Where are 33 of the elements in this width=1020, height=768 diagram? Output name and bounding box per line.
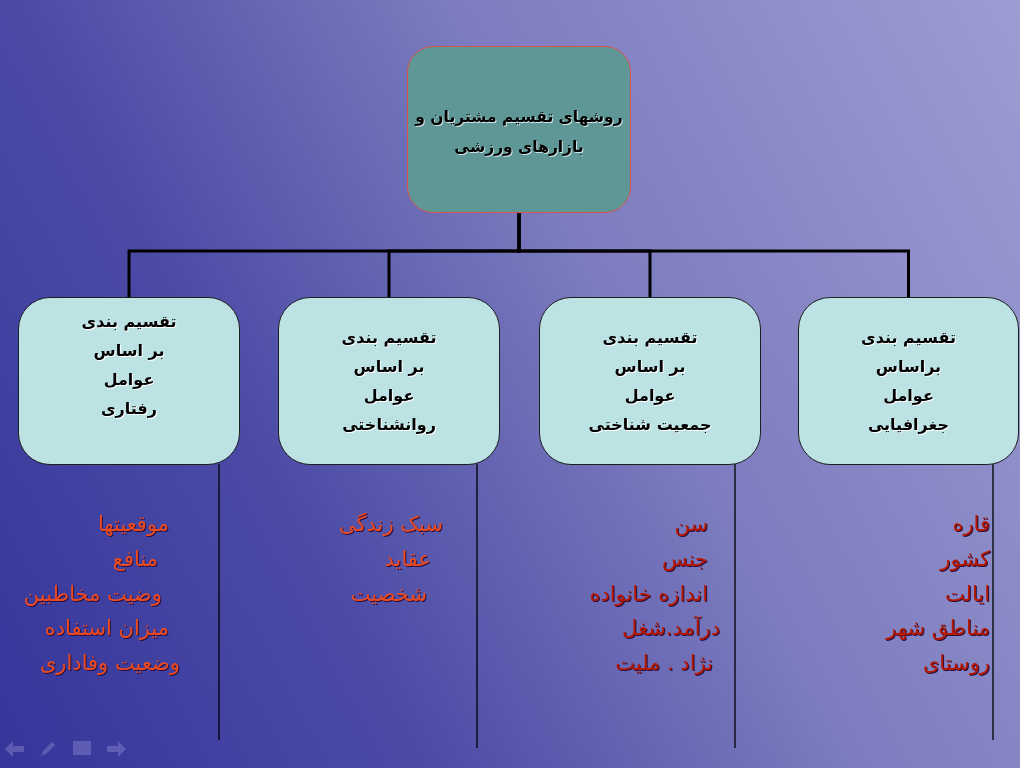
category-box xyxy=(278,297,500,465)
list-item: کشور xyxy=(940,545,990,573)
list-item: مناطق شهر xyxy=(886,615,990,643)
list-item: منافع xyxy=(112,545,158,573)
list-item: عقاید xyxy=(384,545,431,573)
list-item: نژاد . ملیت xyxy=(615,650,713,678)
list-item: جنس xyxy=(661,545,708,573)
box-text: تقسیم بندی براساس عوامل جغرافیایی xyxy=(861,327,956,436)
category-box xyxy=(539,297,761,465)
list-item: قاره xyxy=(952,511,990,538)
connector-line xyxy=(734,463,736,749)
list-item: اندازه خانواده xyxy=(589,580,708,608)
list-item: سبک زندگی xyxy=(339,511,443,538)
connector-line xyxy=(218,463,220,741)
box-text: تقسیم بندی بر اساس عوامل جمعیت شناختی xyxy=(588,327,712,436)
category-box xyxy=(18,297,240,465)
box-text: تقسیم بندی بر اساس عوامل رفتاری xyxy=(81,311,177,420)
list-item: موقعیتها xyxy=(97,511,169,538)
connector-line xyxy=(476,463,478,749)
category-box xyxy=(798,297,1019,465)
list-item: وضیت مخاطبین xyxy=(23,580,162,608)
connector-line xyxy=(127,213,521,297)
list-item: روستای xyxy=(922,650,990,678)
list-item: سن xyxy=(674,511,708,538)
topic-box xyxy=(407,46,631,213)
list-item: شخصیت xyxy=(350,580,427,608)
box-title: روشهای تقسیم مشتریان و بازارهای ورزشی xyxy=(415,107,623,158)
connector-line xyxy=(992,463,994,741)
list-item: درآمد.شغل xyxy=(622,615,720,643)
box-text: تقسیم بندی بر اساس عوامل روانشناختی xyxy=(341,327,437,436)
list-item: وضعیت وفاداری xyxy=(39,650,180,678)
list-item: میزان استفاده xyxy=(44,615,169,643)
list-item: ایالت xyxy=(944,580,990,608)
